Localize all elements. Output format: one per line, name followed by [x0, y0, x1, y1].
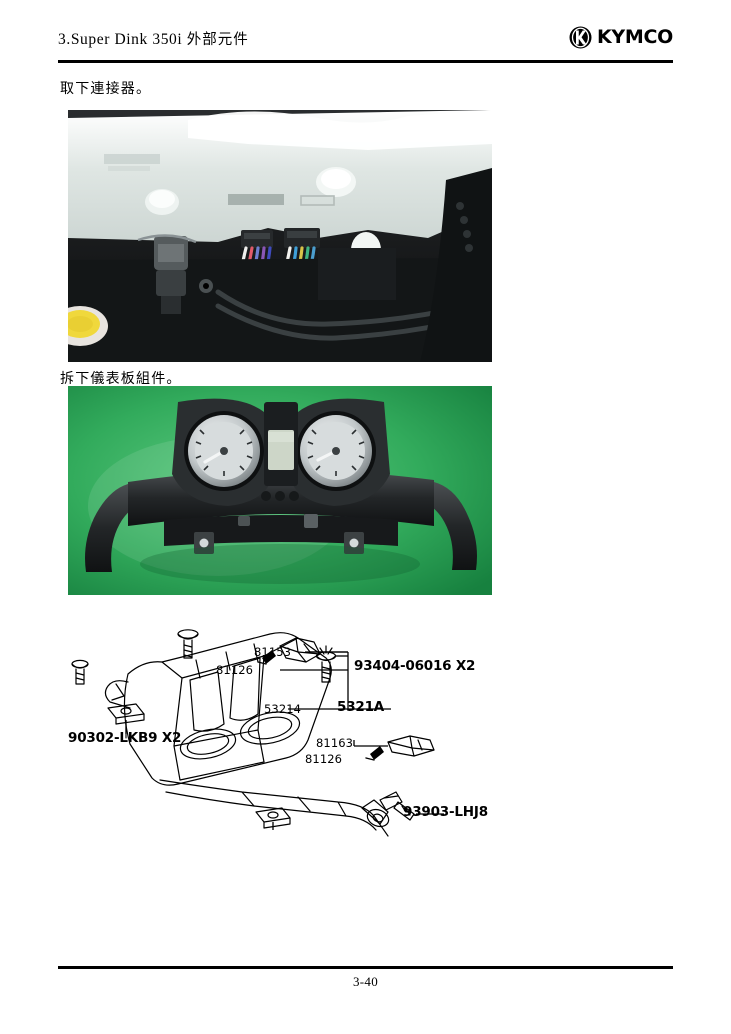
- model-title: Super Dink 350i: [70, 31, 183, 48]
- section-number: 3.: [58, 31, 71, 48]
- part-label-5321A: 5321A: [337, 699, 385, 715]
- part-label-81126-upper: 81126: [216, 663, 254, 677]
- part-label-53214: 53214: [264, 702, 302, 716]
- kymco-emblem-icon: [569, 26, 592, 49]
- instruction-text-1: 取下連接器。: [60, 81, 152, 97]
- part-label-90302-lkb9: 90302-LKB9 X2: [68, 730, 182, 746]
- part-label-93404-06016: 93404-06016 X2: [354, 658, 476, 674]
- page-header: 3.Super Dink 350i 外部元件 KYMCO: [58, 26, 673, 62]
- header-divider: [58, 60, 673, 63]
- brand-logo: KYMCO: [569, 26, 673, 49]
- brand-name: KYMCO: [597, 26, 673, 48]
- page-number: 3-40: [352, 974, 379, 989]
- part-label-81163: 81163: [316, 736, 354, 750]
- part-label-81126-lower: 81126: [305, 752, 343, 766]
- meter-assembly-photo: [68, 386, 492, 595]
- instruction-text-2: 拆下儀表板組件。: [60, 371, 182, 387]
- footer-divider: [58, 966, 673, 969]
- part-label-93903-lhj8: 93903-LHJ8: [403, 804, 488, 820]
- part-label-81153: 81153: [254, 645, 292, 659]
- section-title: 外部元件: [186, 32, 249, 48]
- page-title: 3.Super Dink 350i 外部元件: [58, 28, 249, 49]
- exploded-parts-diagram: 81153 81126 93404-06016 X2 53214 5321A 9…: [58, 612, 673, 837]
- connector-photo: [68, 110, 492, 362]
